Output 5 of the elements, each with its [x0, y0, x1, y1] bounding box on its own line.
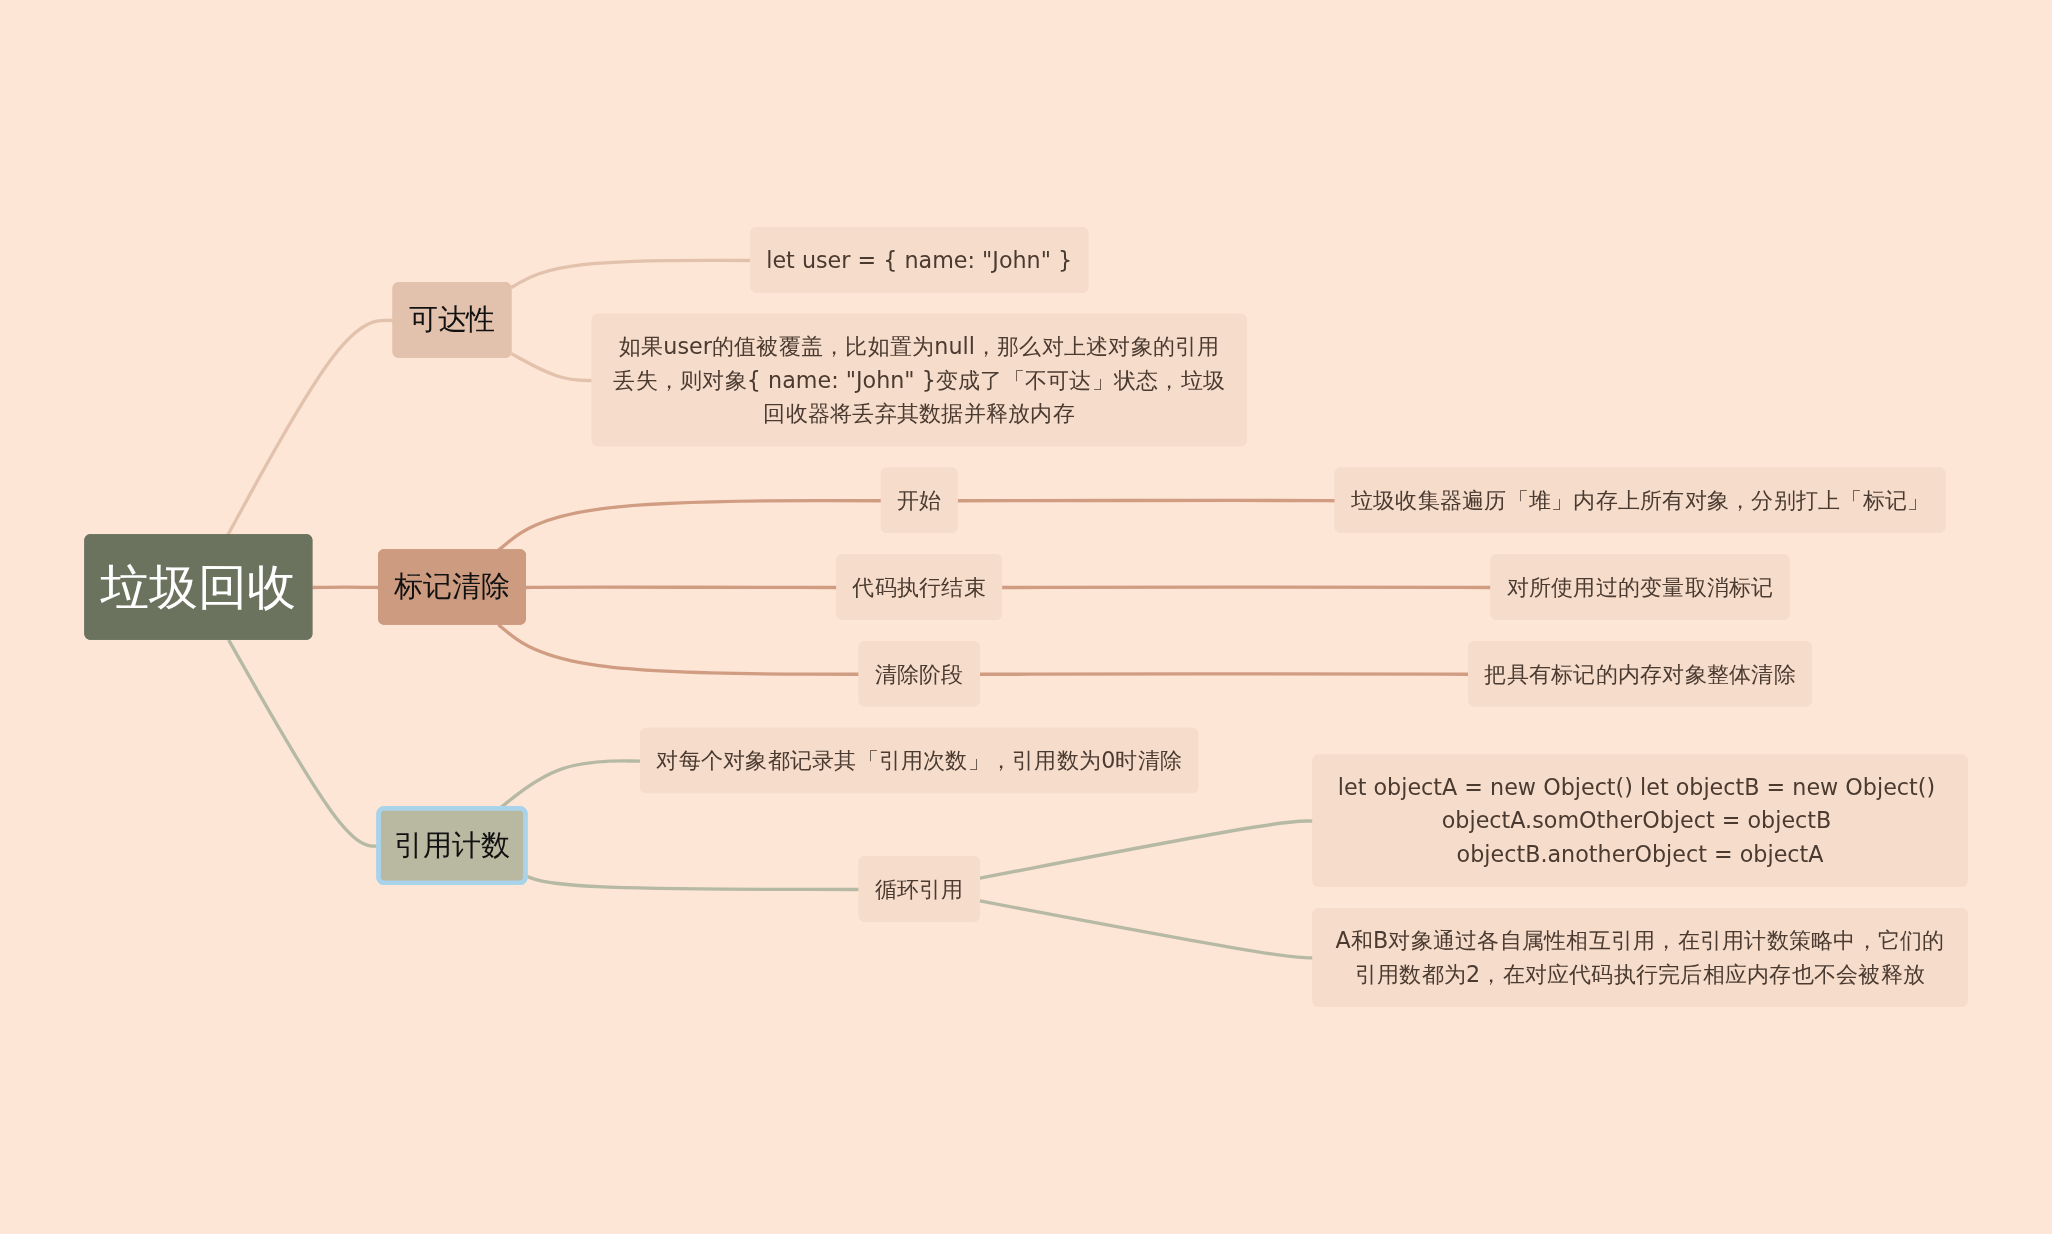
connector	[497, 623, 860, 676]
connector	[957, 498, 1336, 503]
connector	[510, 352, 593, 383]
connector	[979, 899, 1314, 960]
connector	[979, 819, 1314, 880]
